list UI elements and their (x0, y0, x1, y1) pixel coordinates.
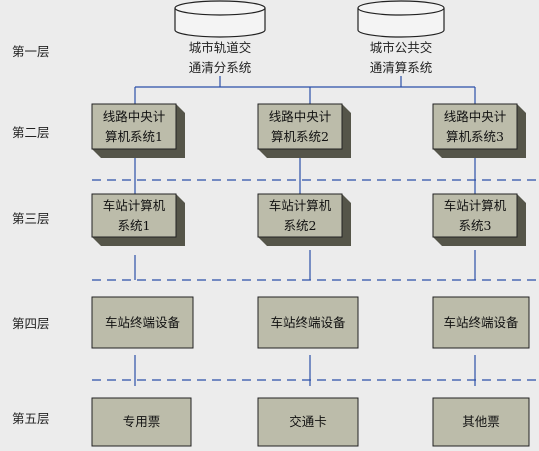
label-line: 算机系统3 (446, 128, 504, 144)
terminal-box (257, 296, 359, 349)
layer-label-1: 第一层 (12, 44, 50, 59)
label-line: 车站计算机 (102, 197, 166, 213)
top-connectors (134, 76, 481, 430)
database-cylinder (357, 0, 445, 38)
label-line: 系统1 (117, 217, 151, 233)
terminal-label: 车站终端设备 (443, 314, 519, 330)
database-label-line: 城市公共交 (369, 40, 433, 55)
station-computer-label: 车站计算机 系统2 (258, 194, 342, 237)
label-line: 线路中央计 (443, 108, 507, 124)
ticket-box (257, 397, 359, 447)
station-computer-box (91, 193, 185, 246)
database-label-settlement: 城市公共交 通清算系统 (336, 38, 466, 78)
label-line: 线路中央计 (268, 108, 332, 124)
terminal-label: 车站终端设备 (104, 314, 180, 330)
database-label-line: 通清算系统 (369, 60, 433, 75)
label-line: 算机系统1 (105, 128, 163, 144)
station-computer-label: 车站计算机 系统3 (433, 194, 517, 237)
ticket-box (91, 397, 192, 447)
station-computer-box (257, 193, 351, 246)
label-line: 线路中央计 (102, 108, 166, 124)
terminal-label: 车站终端设备 (270, 314, 346, 330)
line-computer-label: 线路中央计 算机系统3 (433, 104, 517, 149)
label-line: 系统2 (283, 217, 317, 233)
layer-label-4: 第四层 (12, 316, 50, 331)
label-line: 车站计算机 (443, 197, 507, 213)
line-computer-box (257, 103, 351, 158)
terminal-box (91, 296, 194, 349)
station-computer-label: 车站计算机 系统1 (92, 194, 176, 237)
line-computer-label: 线路中央计 算机系统1 (92, 104, 176, 149)
line-computer-box (91, 103, 185, 158)
terminal-box (432, 296, 530, 349)
label-line: 系统3 (458, 217, 492, 233)
layer-label-2: 第二层 (12, 125, 50, 140)
database-cylinder (174, 0, 266, 38)
layer-label-3: 第三层 (12, 211, 50, 226)
ticket-label-other: 其他票 (462, 414, 500, 429)
ticket-box (432, 397, 530, 447)
database-label-line: 通清分系统 (188, 60, 252, 75)
line-computer-label: 线路中央计 算机系统2 (258, 104, 342, 149)
database-label-clearing: 城市轨道交 通清分系统 (155, 38, 285, 78)
ticket-label-transit-card: 交通卡 (289, 414, 327, 429)
line-computer-box (432, 103, 526, 158)
label-line: 车站计算机 (268, 197, 332, 213)
layer-label-5: 第五层 (12, 411, 50, 426)
database-label-line: 城市轨道交 (188, 40, 252, 55)
station-computer-box (432, 193, 526, 246)
ticket-label-dedicated: 专用票 (122, 414, 161, 429)
label-line: 算机系统2 (271, 128, 329, 144)
